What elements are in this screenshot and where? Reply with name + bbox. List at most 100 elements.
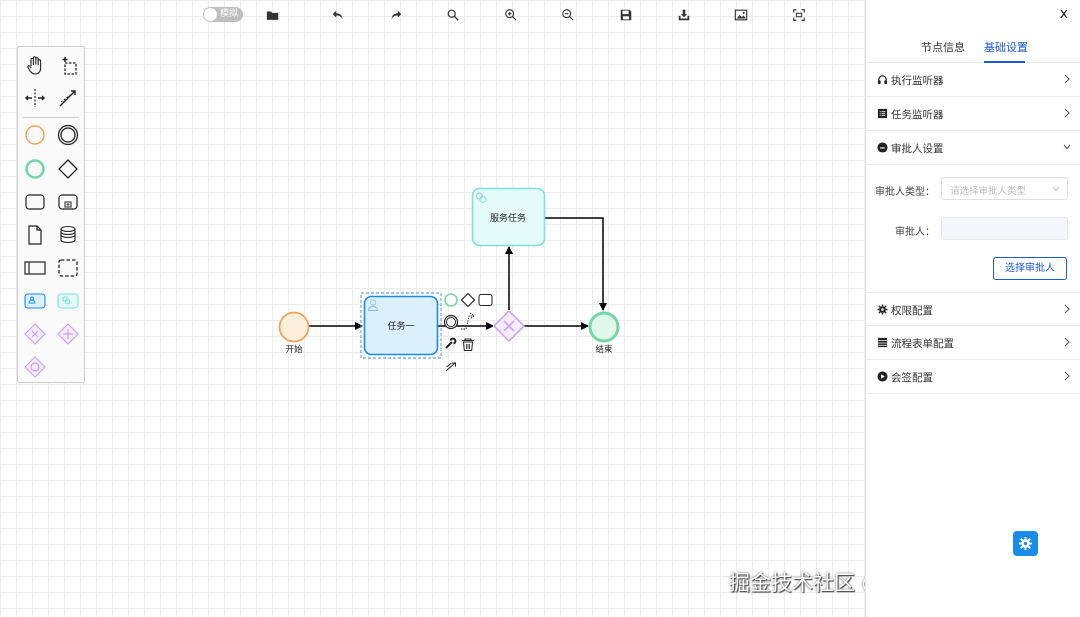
user-task-icon[interactable] [22,288,48,314]
user-task-label: 任务一 [387,320,414,332]
section-execution-listener[interactable]: 执行监听器 [866,63,1080,97]
flow-service-to-end[interactable] [545,217,607,311]
undo-icon[interactable] [328,6,348,24]
service-task-label: 服务任务 [490,212,526,224]
append-task-icon[interactable] [478,294,493,306]
end-event-icon[interactable] [22,156,48,182]
simulate-label: 模拟 [220,9,239,19]
toggle-knob [204,8,217,21]
context-pad [443,292,493,372]
end-event[interactable] [588,311,620,343]
exclusive-gateway-icon[interactable] [22,321,48,347]
task-icon[interactable] [22,189,48,215]
connect-icon[interactable] [445,362,456,372]
table-icon [877,337,888,348]
service-task[interactable] [471,187,546,247]
global-connect-icon[interactable] [55,85,81,111]
bpmn-diagram: 开始 任务一 [278,187,620,372]
headphones-icon [877,75,888,85]
approver-label: 审批人： [895,227,935,238]
data-store-icon[interactable] [55,222,81,248]
approver-type-placeholder: 请选择审批人类型 [950,186,1027,197]
user-task-marker-icon [368,299,378,311]
list-icon [877,108,888,119]
section-approver-settings[interactable]: 审批人设置 [866,131,1080,165]
approver-input[interactable] [941,217,1068,240]
start-event[interactable] [278,311,310,343]
text-annotation-icon[interactable] [461,312,475,330]
chevron-down-icon [1052,187,1060,192]
gateway-icon[interactable] [55,156,81,182]
wrench-icon[interactable] [445,337,457,349]
save-icon[interactable] [616,6,636,24]
delete-icon[interactable] [462,338,474,351]
service-task-icon[interactable] [55,288,81,314]
group-icon[interactable] [55,255,81,281]
user-task[interactable] [363,295,439,356]
zoom-out-icon[interactable] [558,6,578,24]
chevron-right-icon [1064,74,1070,84]
palette [17,46,85,383]
approver-type-label: 审批人类型： [875,187,935,198]
subprocess-icon[interactable] [55,189,81,215]
pool-icon[interactable] [22,255,48,281]
watermark: 掘金技术社区 @ boleixiongdi [729,571,865,595]
palette-separator [23,117,79,118]
append-intermediate-event-icon[interactable] [443,314,459,330]
append-end-event-icon[interactable] [444,293,458,307]
approver-row: 审批人： [866,217,1080,241]
tab-basic-settings[interactable]: 基础设置 [984,41,1028,54]
start-event-icon[interactable] [22,122,48,148]
section-countersign-config[interactable]: 会签配置 [866,360,1080,394]
exclusive-gateway[interactable] [492,309,526,343]
inclusive-gateway-icon[interactable] [22,354,48,380]
gear-icon [1018,536,1033,551]
approver-type-select[interactable]: 请选择审批人类型 [941,177,1068,200]
section-label: 执行监听器 [891,75,944,87]
section-task-listener[interactable]: 任务监听器 [866,97,1080,131]
section-label: 会签配置 [891,372,933,384]
approver-type-row: 审批人类型： 请选择审批人类型 [866,177,1080,201]
section-label: 审批人设置 [891,143,944,155]
chevron-down-icon [1063,144,1071,150]
select-approver-button[interactable]: 选择审批人 [993,257,1067,280]
open-folder-icon[interactable] [263,6,283,24]
section-label: 权限配置 [891,305,933,317]
section-permission-config[interactable]: 权限配置 [866,292,1080,326]
gear-icon [877,304,888,315]
parallel-gateway-icon[interactable] [55,321,81,347]
lasso-tool-icon[interactable] [55,53,81,79]
zoom-in-icon[interactable] [501,6,521,24]
section-label: 任务监听器 [891,109,944,121]
space-tool-icon[interactable] [22,85,48,111]
active-tab-indicator [984,61,1025,63]
service-task-marker-icon [475,192,487,204]
append-gateway-icon[interactable] [460,292,476,308]
image-icon[interactable] [731,6,751,24]
section-form-config[interactable]: 流程表单配置 [866,326,1080,360]
properties-panel: x 节点信息 基础设置 执行监听器 任务监听器 审批人设置 审批人类型： 请选择… [865,0,1080,617]
redo-icon[interactable] [386,6,406,24]
selection-frame [360,292,442,359]
chevron-right-icon [1064,337,1070,347]
user-circle-icon [877,142,888,153]
section-label: 流程表单配置 [891,338,954,350]
end-event-label: 结束 [595,344,613,355]
hand-tool-icon[interactable] [22,53,48,79]
data-object-icon[interactable] [22,222,48,248]
close-button[interactable]: x [1059,6,1068,22]
chevron-right-icon [1064,371,1070,381]
play-circle-icon [877,371,888,382]
simulate-toggle[interactable]: 模拟 [203,7,243,22]
download-icon[interactable] [674,6,694,24]
chevron-right-icon [1064,304,1070,314]
top-toolbar: 模拟 [0,0,865,30]
fit-view-icon[interactable] [789,6,809,24]
diagram-canvas[interactable]: 模拟 [0,0,865,617]
tab-node-info[interactable]: 节点信息 [921,41,965,54]
search-icon[interactable] [443,6,463,24]
panel-tabs: 节点信息 基础设置 [866,30,1080,63]
intermediate-event-icon[interactable] [55,122,81,148]
chevron-right-icon [1064,108,1070,118]
settings-fab-button[interactable] [1013,531,1038,556]
